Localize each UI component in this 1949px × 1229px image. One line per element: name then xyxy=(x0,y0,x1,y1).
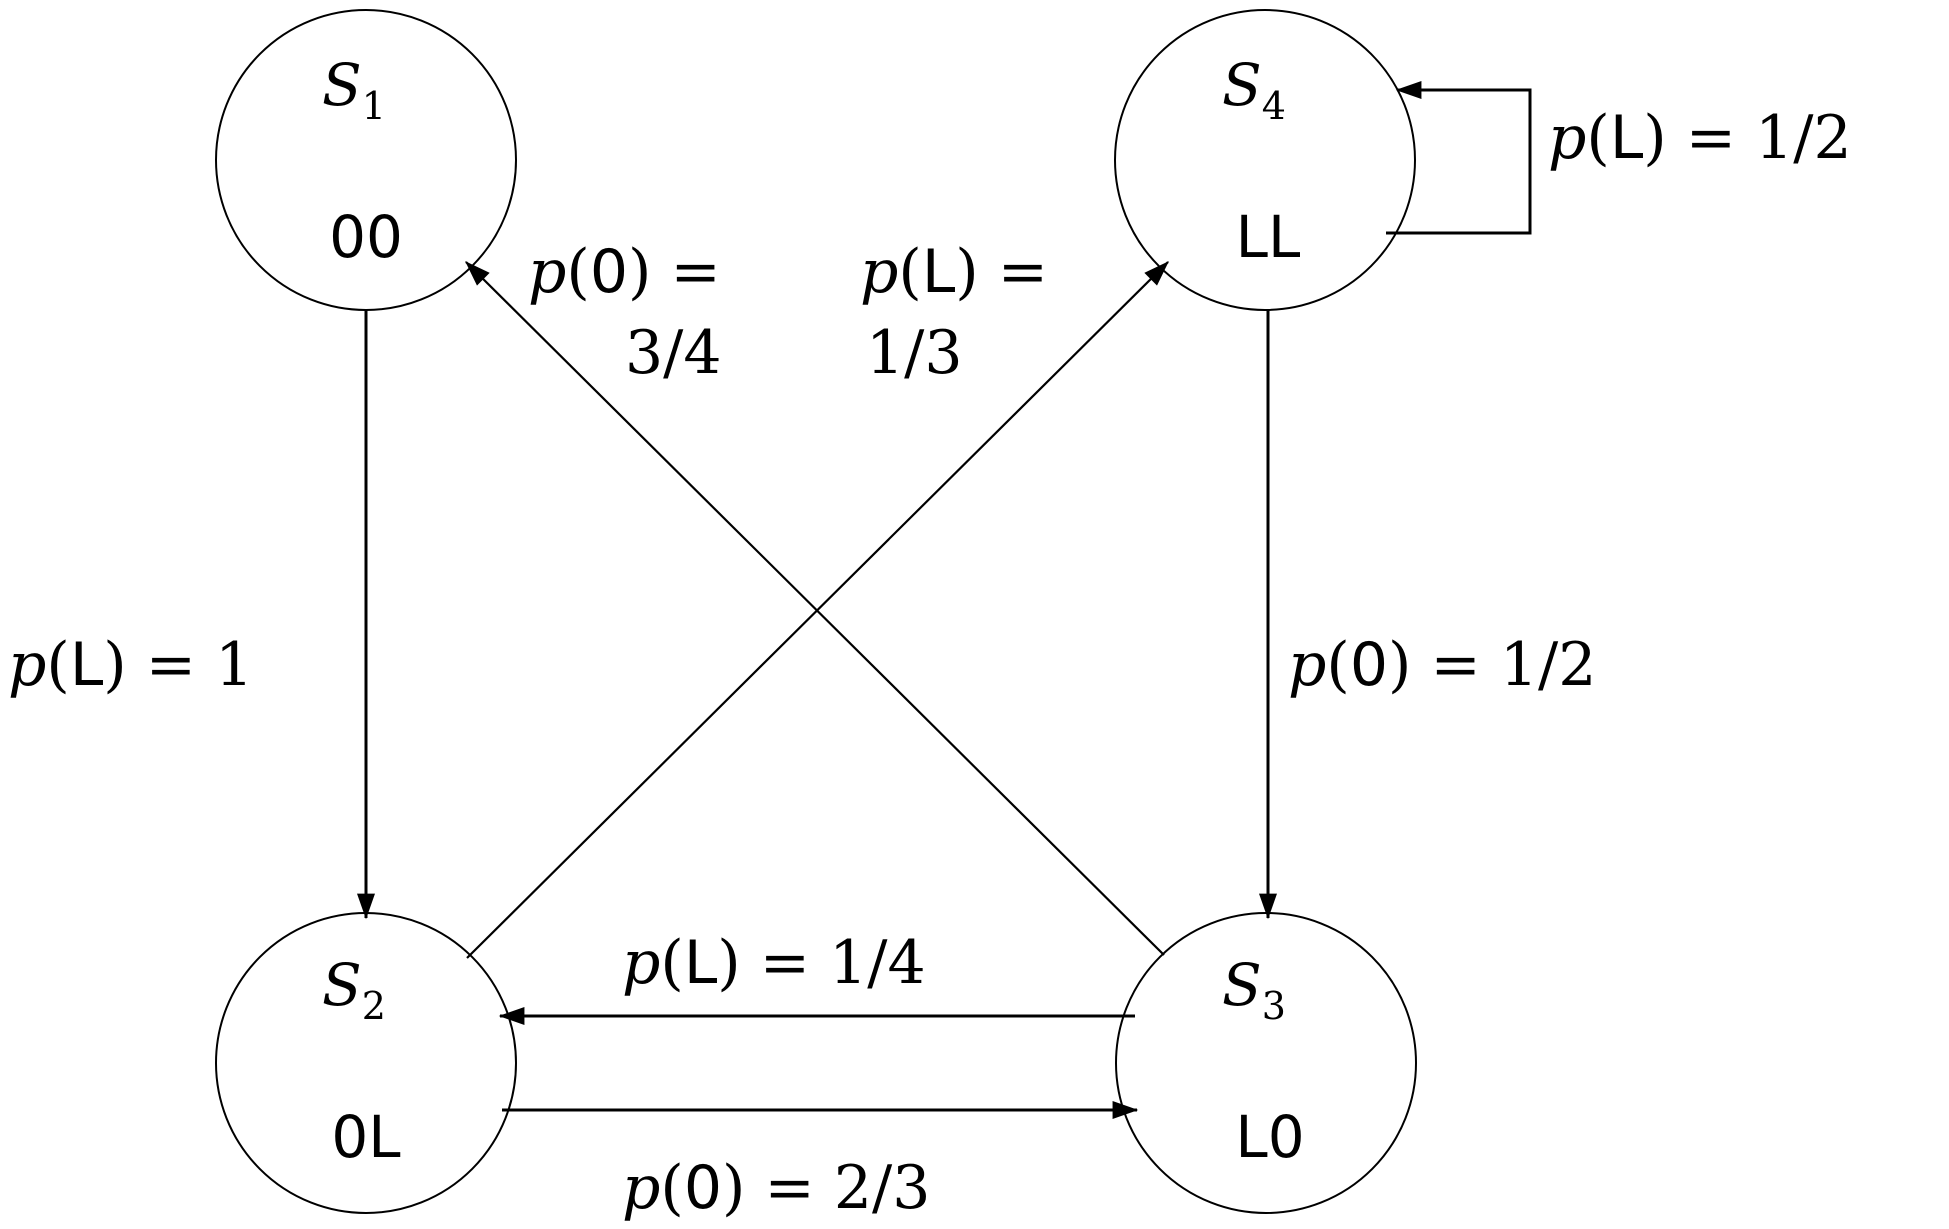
state-s2: S2 0L xyxy=(215,912,517,1214)
state-s2-name: S2 xyxy=(322,951,386,1028)
label-s3-to-s1-value: 3/4 xyxy=(625,318,722,388)
state-s4-code: LL xyxy=(1236,203,1301,271)
arrow-s2-to-s4 xyxy=(466,261,1169,959)
label-s4-self: p(L) = 1/2 xyxy=(1548,103,1852,173)
state-s1-name: S1 xyxy=(322,51,386,128)
label-s3-to-s2: p(L) = 1/4 xyxy=(622,928,926,998)
arrow-s3-to-s1 xyxy=(465,261,1165,956)
state-s2-code: 0L xyxy=(331,1103,400,1171)
label-s4-to-s3: p(0) = 1/2 xyxy=(1288,630,1596,700)
state-s4: S4 LL xyxy=(1114,9,1416,311)
label-s2-to-s4-value: 1/3 xyxy=(866,318,963,388)
state-s3-code: L0 xyxy=(1235,1103,1304,1171)
label-s2-to-s4: p(L) = xyxy=(860,237,1048,307)
state-s1: S1 00 xyxy=(215,9,517,311)
state-s3: S3 L0 xyxy=(1115,912,1417,1214)
state-s4-circle xyxy=(1114,9,1416,311)
state-s1-code: 00 xyxy=(329,203,403,271)
label-s2-to-s3: p(0) = 2/3 xyxy=(622,1153,930,1223)
state-s3-name: S3 xyxy=(1222,951,1286,1028)
arrow-s4-self-loop xyxy=(1386,81,1532,235)
label-s3-to-s1: p(0) = xyxy=(528,237,721,307)
label-s1-to-s2: p(L) = 1 xyxy=(8,630,253,700)
state-s4-name: S4 xyxy=(1222,51,1286,128)
